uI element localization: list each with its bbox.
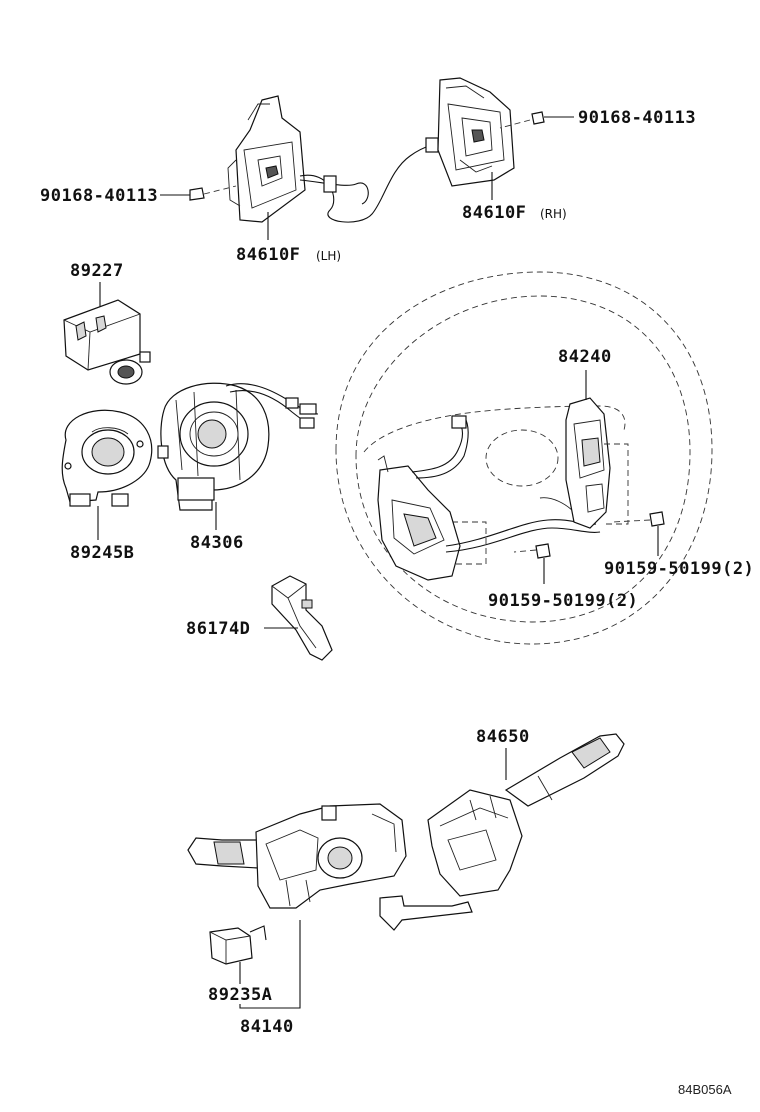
leader-84140 bbox=[239, 920, 301, 1009]
label-84650: 84650 bbox=[476, 727, 530, 747]
label-90168-right: 90168-40113 bbox=[578, 108, 696, 128]
label-84610f-lh-side: (LH) bbox=[316, 249, 341, 263]
screw-90168-right bbox=[499, 111, 545, 129]
bolt-90159-bottom bbox=[513, 543, 551, 559]
steering-wheel-outline bbox=[335, 271, 713, 645]
label-89227: 89227 bbox=[70, 261, 124, 281]
label-86174d: 86174D bbox=[186, 619, 250, 639]
label-90159-right: 90159-50199(2) bbox=[604, 559, 754, 579]
label-89245b: 89245B bbox=[70, 543, 134, 563]
switch-84610f-lh bbox=[227, 95, 439, 223]
sensor-89245b bbox=[61, 409, 153, 507]
label-84610f-rh-side: (RH) bbox=[540, 207, 567, 221]
label-84140: 84140 bbox=[240, 1017, 294, 1037]
screw-90168-left bbox=[189, 185, 237, 201]
switch-84610f-rh bbox=[437, 77, 515, 187]
switch-89235a bbox=[209, 925, 267, 965]
switch-84140 bbox=[187, 803, 407, 909]
switch-84650 bbox=[379, 733, 625, 931]
label-89235a: 89235A bbox=[208, 985, 272, 1005]
spiral-cable-84306 bbox=[157, 382, 319, 511]
diagram-code: 84B056A bbox=[678, 1082, 732, 1097]
label-84610f-lh: 84610F bbox=[236, 245, 300, 265]
label-90168-left: 90168-40113 bbox=[40, 186, 158, 206]
label-84240: 84240 bbox=[558, 347, 612, 367]
switch-84240 bbox=[377, 397, 629, 581]
label-84610f-rh: 84610F bbox=[462, 203, 526, 223]
bolt-90159-right bbox=[611, 511, 665, 527]
label-84306: 84306 bbox=[190, 533, 244, 553]
sensor-89227 bbox=[63, 299, 151, 385]
switch-86174d bbox=[271, 575, 333, 661]
label-90159-bottom: 90159-50199(2) bbox=[488, 591, 638, 611]
